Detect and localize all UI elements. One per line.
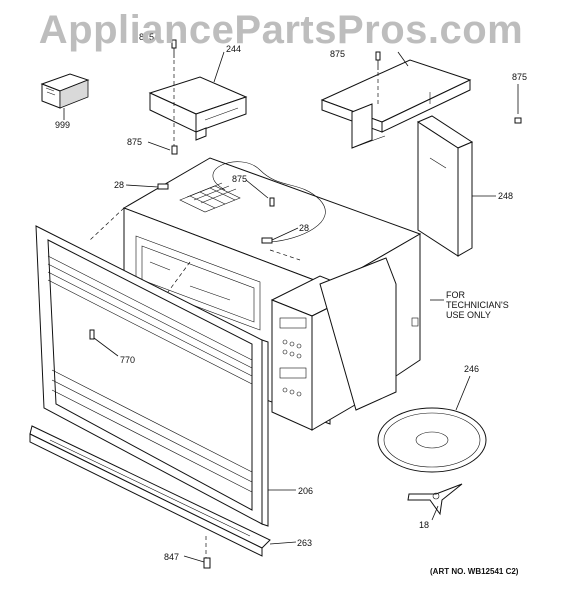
door-frame-part-206 — [35, 225, 269, 527]
turntable-support-part-18 — [407, 483, 463, 516]
label-248: 248 — [498, 191, 513, 201]
screw-875-left — [171, 145, 178, 155]
label-875: 875 — [232, 174, 247, 184]
label-847: 847 — [164, 552, 179, 562]
art-number: (ART NO. WB12541 C2) — [430, 567, 519, 576]
technician-note: FOR TECHNICIAN'S USE ONLY — [446, 290, 509, 320]
label-28: 28 — [114, 180, 124, 190]
label-875: 875 — [512, 72, 527, 82]
note-line-1: FOR — [446, 290, 465, 300]
label-999: 999 — [55, 120, 70, 130]
side-panel-part-248 — [416, 115, 474, 257]
label-246: 246 — [464, 364, 479, 374]
leader-lines — [63, 51, 519, 563]
label-206: 206 — [298, 486, 313, 496]
label-875: 875 — [330, 49, 345, 59]
box-part-999 — [40, 73, 90, 109]
part-labels: 875 244 999 875 875 875 28 875 28 248 77… — [55, 32, 527, 562]
screw-875-right — [514, 117, 522, 124]
turntable-part-246 — [377, 407, 487, 473]
label-770: 770 — [120, 355, 135, 365]
label-263: 263 — [297, 538, 312, 548]
trim-part-263 — [29, 425, 271, 557]
cover-part-244 — [148, 76, 248, 141]
screw-875-top-left — [171, 39, 177, 58]
label-875: 875 — [127, 137, 142, 147]
label-875: 875 — [139, 32, 154, 42]
clip-28-left — [157, 183, 169, 190]
label-244: 244 — [226, 44, 241, 54]
cover-part-top-right — [320, 59, 472, 149]
screw-875-center — [269, 197, 275, 207]
label-28: 28 — [299, 223, 309, 233]
screws — [89, 39, 522, 569]
note-line-3: USE ONLY — [446, 310, 491, 320]
screw-875-top-mid — [375, 51, 381, 70]
note-line-2: TECHNICIAN'S — [446, 300, 509, 310]
control-panel — [270, 257, 419, 431]
clip-28-right — [261, 237, 273, 244]
screw-847 — [203, 557, 211, 569]
label-18: 18 — [419, 520, 429, 530]
screw-770 — [89, 329, 95, 340]
